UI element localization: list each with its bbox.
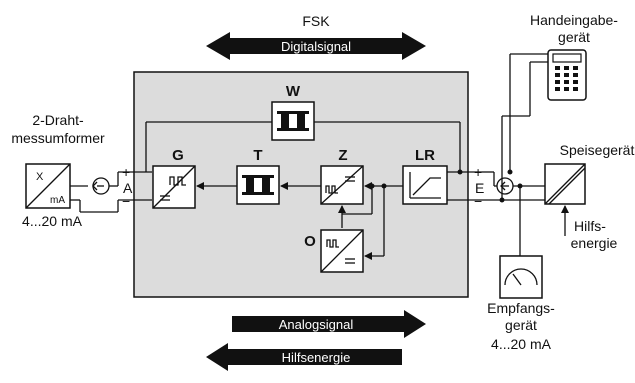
block-z-label: Z bbox=[338, 147, 347, 164]
supply-aux-line1: Hilfs- bbox=[574, 218, 606, 234]
block-w bbox=[271, 101, 315, 141]
supply-device-icon bbox=[544, 163, 586, 205]
handheld-device-icon bbox=[547, 49, 587, 101]
receiver-range: 4...20 mA bbox=[491, 336, 552, 352]
auxiliary-energy-arrow bbox=[206, 343, 402, 371]
analog-signal-arrow bbox=[232, 310, 426, 338]
terminal-a-label: A bbox=[123, 180, 133, 196]
digital-signal-label: Digitalsignal bbox=[281, 39, 351, 54]
supply-label: Speisegerät bbox=[560, 142, 635, 158]
block-t-label: T bbox=[253, 147, 262, 164]
receiver-label-line1: Empfangs- bbox=[487, 300, 555, 316]
block-t bbox=[236, 165, 280, 205]
handheld-label-line1: Handeingabe- bbox=[530, 12, 618, 28]
block-w-label: W bbox=[286, 83, 301, 100]
terminal-e-label: E bbox=[475, 180, 484, 196]
block-lr-label: LR bbox=[415, 147, 435, 164]
block-g bbox=[152, 165, 196, 209]
terminal-e-minus: − bbox=[474, 193, 482, 209]
handheld-label-line2: gerät bbox=[558, 29, 590, 45]
transmitter-ma-symbol: mA bbox=[50, 195, 65, 206]
terminal-a-plus: + bbox=[122, 164, 130, 180]
fsk-label: FSK bbox=[302, 13, 330, 29]
terminal-e-plus: + bbox=[474, 164, 482, 180]
block-lr bbox=[402, 165, 448, 205]
digital-signal-arrow bbox=[206, 32, 426, 60]
auxiliary-energy-label: Hilfsenergie bbox=[282, 350, 351, 365]
transmitter-range: 4...20 mA bbox=[22, 213, 83, 229]
block-o-label: O bbox=[304, 233, 316, 250]
block-o bbox=[320, 229, 364, 273]
transmitter-label-line2: messumformer bbox=[11, 130, 105, 146]
block-z bbox=[320, 165, 364, 205]
terminal-a-minus: − bbox=[122, 193, 130, 209]
transmitter-x-symbol: X bbox=[36, 171, 44, 183]
analog-signal-label: Analogsignal bbox=[279, 317, 354, 332]
receiver-device-icon bbox=[499, 255, 543, 299]
receiver-label-line2: gerät bbox=[505, 317, 537, 333]
transmitter-symbol: X mA bbox=[25, 163, 71, 209]
transmitter-label-line1: 2-Draht- bbox=[32, 112, 84, 128]
block-g-label: G bbox=[172, 147, 184, 164]
supply-aux-line2: energie bbox=[571, 235, 618, 251]
